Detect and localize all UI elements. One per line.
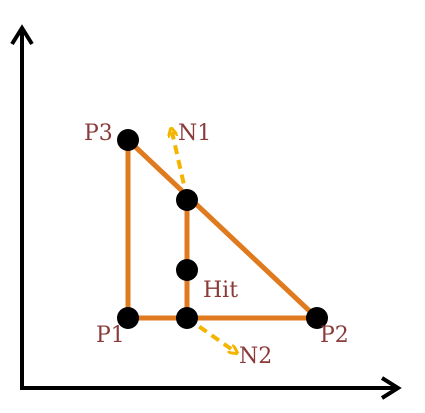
point-base-intersection [176,307,198,329]
points [117,129,328,329]
point-edge-intersection [176,189,198,211]
label-hit: Hit [203,278,238,303]
labels: P3 N1 Hit P1 P2 N2 [84,121,349,369]
axes [10,24,402,400]
y-axis-arrowhead [10,24,34,46]
point-hit [176,259,198,281]
edge-p3-p2 [125,137,320,321]
point-p3 [117,129,139,151]
label-n1: N1 [178,121,211,146]
normal-n1-arrow [172,132,189,199]
label-p3: P3 [84,121,113,146]
point-p1 [117,307,139,329]
triangle [125,137,320,321]
label-p1: P1 [96,323,125,348]
normals [172,132,234,351]
point-p2 [306,307,328,329]
x-axis-arrowhead [380,376,402,400]
label-n2: N2 [239,344,272,369]
label-p2: P2 [320,323,349,348]
normal-n2-arrow [185,316,234,351]
